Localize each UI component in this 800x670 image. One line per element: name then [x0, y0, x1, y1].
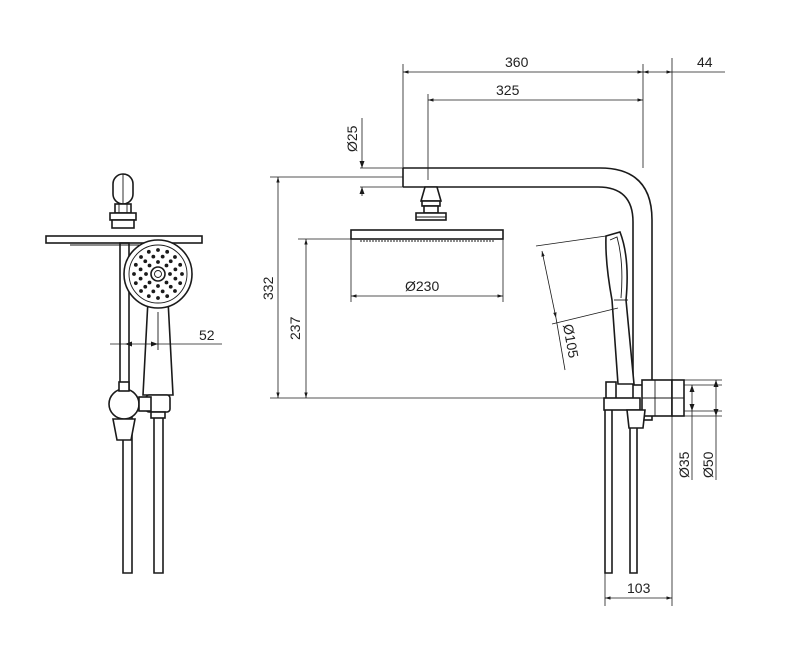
spray-nozzle-dot	[178, 281, 183, 286]
dim-head-height: 237	[287, 316, 303, 340]
spray-nozzle-dot	[168, 272, 172, 276]
spray-nozzle-dot	[160, 289, 165, 294]
side-hand-shower	[605, 231, 635, 385]
spray-nozzle-dot	[151, 289, 156, 294]
dim-bracket-diameter: Ø50	[700, 451, 716, 478]
dim-head-reach: 325	[496, 82, 520, 98]
spray-nozzle-dot	[173, 255, 177, 259]
spray-nozzle-dot	[178, 262, 183, 267]
spray-nozzle-dot	[164, 263, 169, 268]
side-arm-outer	[403, 167, 653, 385]
spray-nozzle-dot	[151, 254, 156, 259]
front-hose-left	[122, 415, 133, 574]
dim-arm-diameter: Ø25	[344, 125, 360, 152]
spray-nozzle-dot	[173, 276, 178, 281]
dim-head-diameter: Ø230	[405, 278, 439, 294]
spray-nozzle-dot	[146, 249, 151, 254]
dim-hand-diameter: Ø105	[560, 323, 582, 360]
spray-nozzle-dot	[156, 248, 160, 252]
spray-nozzle-dot	[173, 289, 177, 293]
dim-bracket-depth: 103	[627, 580, 651, 596]
spray-nozzle-dot	[168, 284, 173, 289]
dim-hand-offset: 52	[199, 327, 215, 343]
dim-wall-offset: 44	[697, 54, 713, 70]
spray-nozzle-dot	[165, 249, 170, 254]
spray-nozzle-dot	[164, 280, 169, 285]
front-diverter-valve	[108, 388, 140, 420]
side-view	[350, 58, 685, 574]
spray-nozzle-dot	[147, 280, 152, 285]
spray-nozzle-dot	[180, 272, 184, 276]
spray-nozzle-dot	[160, 254, 165, 259]
spray-nozzle-dot	[165, 294, 170, 299]
front-overhead-head	[45, 235, 203, 244]
side-overhead-head	[350, 229, 504, 240]
spray-nozzle-dot	[138, 267, 143, 272]
spray-nozzle-dot	[156, 296, 160, 300]
spray-nozzle-dot	[147, 263, 152, 268]
spray-nozzle-dot	[168, 259, 173, 264]
hand-shower-spray-dots	[132, 248, 184, 300]
spray-nozzle-dot	[139, 255, 143, 259]
dimension-lines: 360 44 325 Ø25 332 237 Ø230	[260, 54, 725, 606]
dim-rail-diameter: Ø35	[676, 451, 692, 478]
spray-nozzle-dot	[143, 259, 148, 264]
dim-arm-length: 360	[505, 54, 529, 70]
spray-nozzle-dot	[144, 272, 148, 276]
spray-nozzle-dot	[133, 281, 138, 286]
spray-nozzle-dot	[156, 284, 160, 288]
spray-nozzle-dot	[138, 276, 143, 281]
front-view: 52	[45, 173, 222, 574]
spray-nozzle-dot	[146, 294, 151, 299]
spray-nozzle-dot	[132, 272, 136, 276]
spray-nozzle-dot	[156, 260, 160, 264]
side-arm-inner	[403, 186, 634, 385]
spray-nozzle-dot	[143, 284, 148, 289]
spray-nozzle-dot	[133, 262, 138, 267]
spray-nozzle-dot	[139, 289, 143, 293]
spray-nozzle-dot	[173, 267, 178, 272]
dim-overall-height: 332	[260, 276, 276, 300]
front-hose-right	[153, 410, 164, 574]
